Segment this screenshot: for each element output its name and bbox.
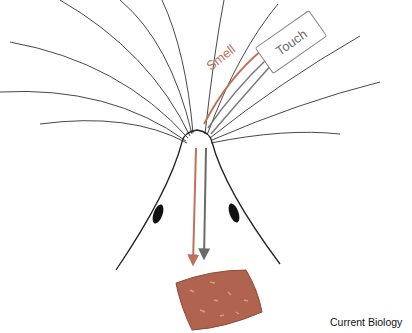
whisker — [120, 0, 192, 134]
touch-path — [211, 62, 274, 134]
touch-arrow — [204, 148, 206, 258]
head-outline — [212, 142, 280, 264]
eye — [150, 203, 165, 225]
signal-paths — [193, 50, 274, 264]
whisker — [40, 121, 187, 143]
mouse-head — [116, 130, 280, 270]
pellet-body — [176, 270, 262, 330]
whisker — [10, 42, 188, 138]
eye — [226, 202, 241, 224]
whisker — [211, 132, 340, 143]
head-outline — [116, 142, 182, 270]
whisker — [162, 0, 193, 133]
node-label: Touch — [272, 26, 309, 58]
food-pellet — [176, 270, 262, 330]
sense-label: Smell — [203, 42, 238, 74]
pellet-texture — [190, 282, 248, 316]
nose-tip — [182, 130, 212, 142]
whiskers — [0, 0, 380, 143]
whisker — [0, 91, 186, 141]
journal-credit: Current Biology — [330, 316, 402, 328]
smell-arrow — [193, 148, 196, 264]
